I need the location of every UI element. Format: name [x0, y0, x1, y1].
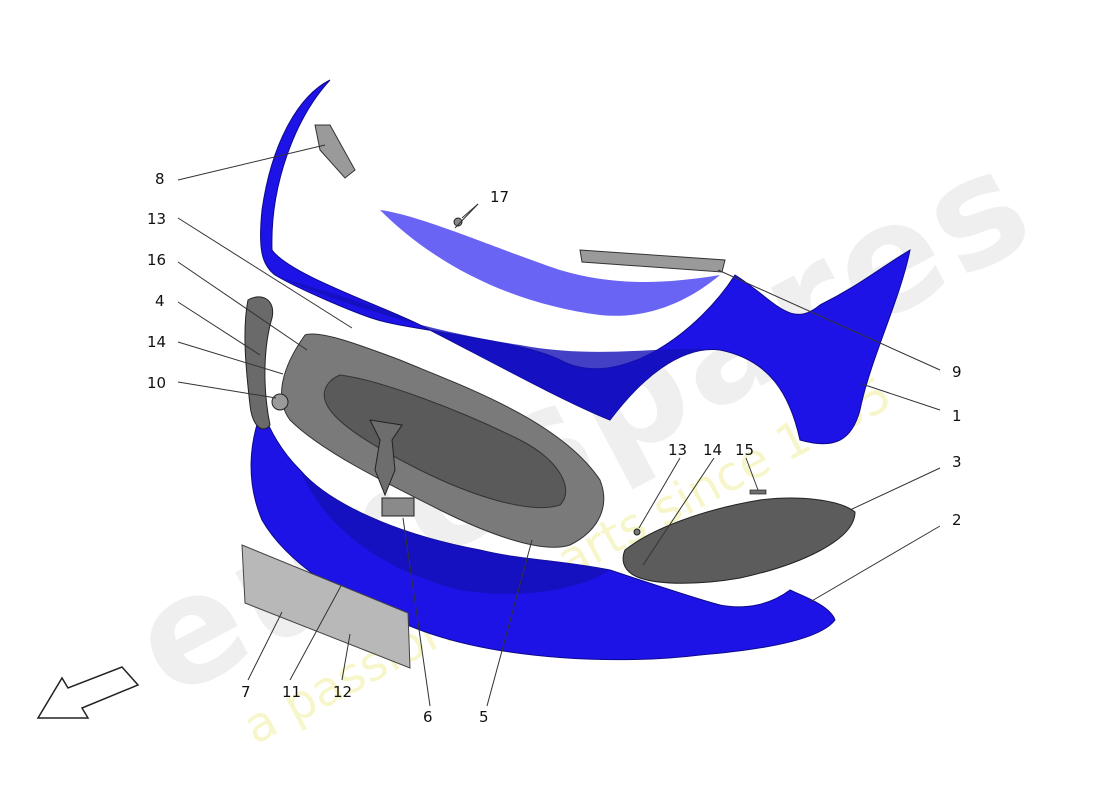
- callout-9: 9: [952, 363, 962, 381]
- callout-13-right: 13: [668, 441, 687, 459]
- bracket-upper-left: [314, 124, 356, 179]
- trident-emblem: [369, 419, 403, 497]
- bracket-upper-right: [579, 249, 726, 273]
- callout-8: 8: [155, 170, 165, 188]
- callout-11: 11: [282, 683, 301, 701]
- callout-3: 3: [952, 453, 962, 471]
- grille-carrier-opening: [323, 374, 567, 509]
- callout-13-left: 13: [147, 210, 166, 228]
- undertray-panel: [622, 497, 856, 584]
- fastener-screw: [633, 528, 641, 536]
- leader-lines: [177, 144, 941, 707]
- fastener-nut: [453, 217, 463, 227]
- front-bumper-upper-shading: [275, 275, 720, 420]
- callout-14-left: 14: [147, 333, 166, 351]
- license-plate-holder: [241, 544, 411, 669]
- front-bumper-upper: [260, 79, 911, 445]
- callout-4: 4: [155, 292, 165, 310]
- front-spoiler-lower-shade: [300, 470, 610, 594]
- arrow-down-left-icon: [36, 666, 140, 719]
- emblem-bracket: [381, 497, 415, 517]
- callout-labels: 1 2 3 4 5 6 7 8 9 10 11 12 13 13 14 14 1…: [147, 170, 962, 726]
- grommet: [271, 393, 289, 411]
- callout-1: 1: [952, 407, 962, 425]
- callout-5: 5: [479, 708, 489, 726]
- callout-2: 2: [952, 511, 962, 529]
- callout-17: 17: [490, 188, 509, 206]
- callout-7: 7: [241, 683, 251, 701]
- fastener-pin: [749, 489, 767, 495]
- callout-12: 12: [333, 683, 352, 701]
- callout-14-right: 14: [703, 441, 722, 459]
- callout-6: 6: [423, 708, 433, 726]
- callout-15: 15: [735, 441, 754, 459]
- callout-16: 16: [147, 251, 166, 269]
- callout-10: 10: [147, 374, 166, 392]
- front-bumper-upper-recess: [380, 210, 720, 316]
